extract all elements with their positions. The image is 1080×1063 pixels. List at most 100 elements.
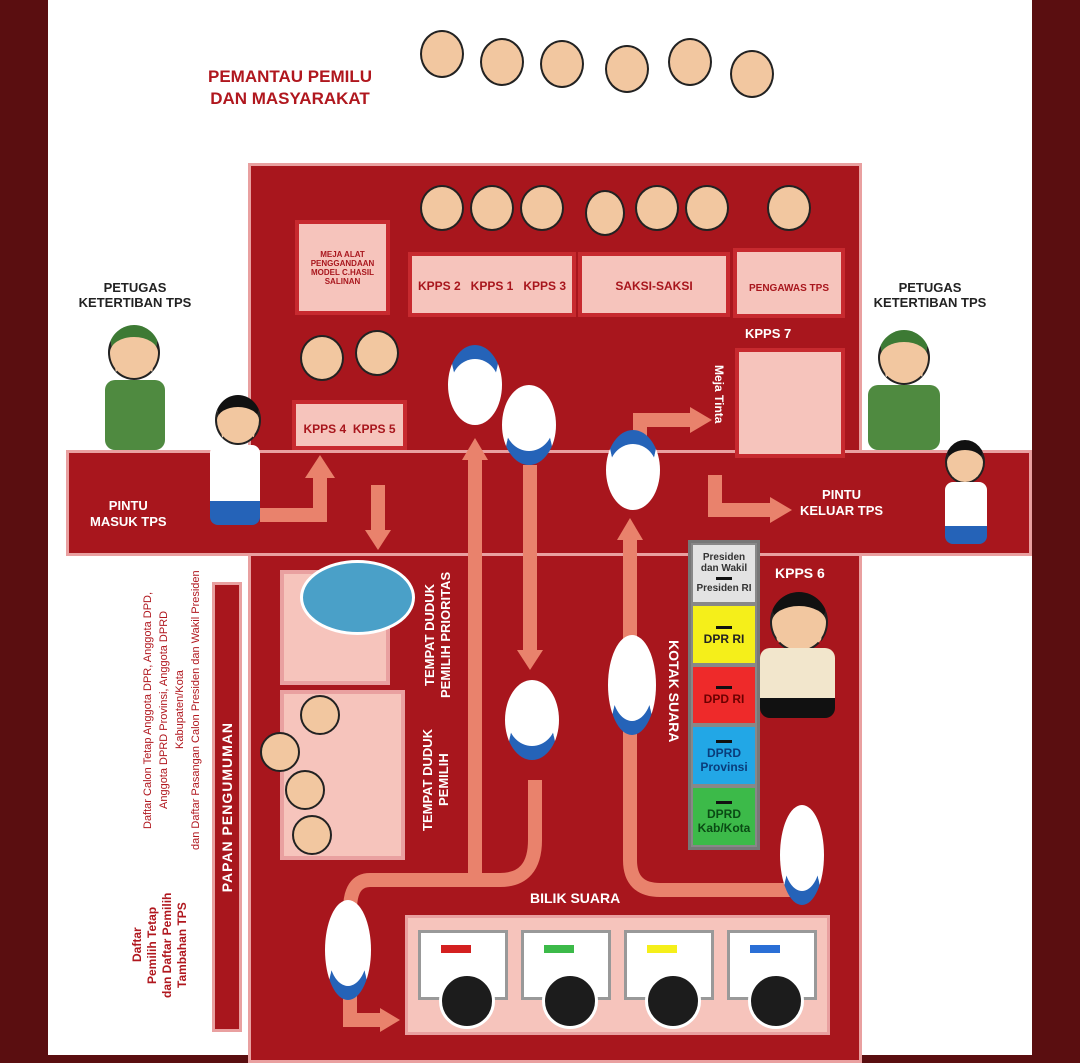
desk-label: MEJA ALAT PENGGANDAAN MODEL C.HASIL SALI… [310, 249, 375, 286]
meja-tinta-label: Meja Tinta [712, 365, 726, 424]
kpps4-person [300, 335, 344, 381]
voter-exiting-body [945, 482, 987, 544]
notice-line: dan Daftar Pasangan Calon Presiden dan W… [190, 570, 202, 850]
voter-in-booth [748, 973, 804, 1029]
ballot-slot [716, 801, 732, 805]
voter-walking [502, 385, 556, 465]
desk-label: SAKSI-SAKSI [615, 279, 693, 293]
notice-line: Daftar Calon Tetap Anggota DPR, Anggota … [142, 591, 154, 829]
label-line: MASUK TPS [90, 514, 167, 529]
label-text: TEMPAT DUDUK PEMILIH [420, 728, 451, 832]
arrow-entry [260, 475, 327, 522]
ballot-box-label: DPRD Provinsi [700, 746, 748, 775]
voting-booth [418, 930, 508, 1029]
title-line: DAN MASYARAKAT [210, 89, 370, 108]
kpps5-person [355, 330, 399, 376]
board-label: PAPAN PENGUMUMAN [219, 721, 235, 893]
seated-voter [300, 695, 340, 735]
label-line: KETERTIBAN TPS [873, 295, 987, 310]
ballot-box-label: DPR RI [703, 631, 745, 646]
voter-in-booth [439, 973, 495, 1029]
notice-line: Anggota DPRD Provinsi, Anggota DPRD Kabu… [158, 610, 186, 810]
label-line: KETERTIBAN TPS [78, 295, 192, 310]
ballot-box-label: DPD RI [703, 692, 745, 707]
booth-flag [750, 945, 780, 953]
desk-label: KPPS 4 KPPS 5 [303, 422, 396, 436]
kpps-main-desk: KPPS 2 KPPS 1 KPPS 3 [408, 252, 576, 317]
petugas-left-label: PETUGAS KETERTIBAN TPS [70, 280, 200, 310]
voter-walking [606, 430, 660, 510]
notice-dpt: Daftar Pemilih Tetap dan Daftar Pemilih … [130, 870, 190, 1020]
officials-seated [415, 185, 845, 255]
petugas-right-label: PETUGAS KETERTIBAN TPS [865, 280, 995, 310]
meja-alat-desk: MEJA ALAT PENGGANDAAN MODEL C.HASIL SALI… [295, 220, 390, 315]
voter-walking [608, 635, 656, 735]
ballot-slot [716, 625, 732, 629]
pengawas-desk: PENGAWAS TPS [733, 248, 845, 318]
meja-tinta-desk [735, 348, 845, 458]
voter-seating-label: TEMPAT DUDUK PEMILIH [420, 720, 460, 840]
ballot-box: DPRD Kab/Kota [691, 786, 757, 847]
seated-voter [260, 732, 300, 772]
saksi-desk: SAKSI-SAKSI [578, 252, 730, 317]
voter-in-booth [645, 973, 701, 1029]
title-line: PEMANTAU PEMILU [207, 67, 372, 86]
voter-walking [448, 345, 502, 425]
ballot-box-label: Presiden dan Wakil [700, 552, 748, 575]
label-line: PETUGAS [898, 280, 962, 295]
ballot-box-label: DPRD Kab/Kota [697, 807, 751, 836]
security-officer-left [108, 325, 160, 380]
security-officer-right-body [868, 385, 940, 450]
booth-flag [441, 945, 471, 953]
seated-voter [292, 815, 332, 855]
ballot-box: DPD RI [691, 664, 757, 726]
wheelchair-voter [300, 560, 415, 635]
voting-booth [521, 930, 611, 1029]
voter-entering-body [210, 445, 260, 525]
exit-label: PINTU KELUAR TPS [800, 487, 883, 519]
desk-label: KPPS 2 KPPS 1 KPPS 3 [417, 279, 567, 293]
label-line: PETUGAS [103, 280, 167, 295]
ballot-slot [716, 686, 732, 690]
label-line: PINTU [822, 487, 862, 502]
voting-booth [727, 930, 817, 1029]
voting-booth [624, 930, 714, 1029]
voter-entering [215, 395, 261, 445]
kpps7-label: KPPS 7 [745, 326, 792, 341]
seated-voter [285, 770, 325, 810]
notice-dct: Daftar Calon Tetap Anggota DPR, Anggota … [140, 570, 204, 850]
booth-flag [544, 945, 574, 953]
bilik-suara-label: BILIK SUARA [530, 890, 621, 906]
security-officer-left-body [105, 380, 165, 450]
desk-label: PENGAWAS TPS [748, 283, 829, 294]
priority-seating-label: TEMPAT DUDUK PEMILIH PRIORITAS [422, 560, 462, 710]
ballot-box: DPR RI [691, 603, 757, 665]
voter-exiting [945, 440, 985, 484]
notice-line: Tambahan TPS [175, 902, 189, 988]
kotak-suara-label: KOTAK SUARA [666, 640, 682, 743]
kpps6-body [760, 648, 835, 718]
voter-walking [505, 680, 559, 760]
voter-walking [325, 900, 371, 1000]
voter-in-booth [542, 973, 598, 1029]
label-line: KELUAR TPS [800, 503, 884, 518]
entrance-label: PINTU MASUK TPS [90, 498, 167, 530]
ballot-slot [716, 577, 732, 581]
label-text: TEMPAT DUDUK PEMILIH PRIORITAS [422, 571, 453, 699]
label-line: PINTU [108, 498, 148, 513]
ballot-slot [716, 740, 732, 744]
notice-line: dan Daftar Pemilih [160, 892, 174, 998]
booth-flag [647, 945, 677, 953]
notice-line: Daftar [130, 927, 144, 963]
voter-walking [780, 805, 824, 905]
ballot-box-label: Presiden RI [696, 583, 752, 595]
announcement-board: PAPAN PENGUMUMAN [212, 582, 242, 1032]
kpps6-label: KPPS 6 [775, 565, 825, 581]
observers-group [410, 20, 790, 150]
security-officer-right [878, 330, 930, 385]
kpps6-person [770, 592, 828, 652]
ballot-box: DPRD Provinsi [691, 725, 757, 787]
kpps45-desk: KPPS 4 KPPS 5 [292, 400, 407, 450]
